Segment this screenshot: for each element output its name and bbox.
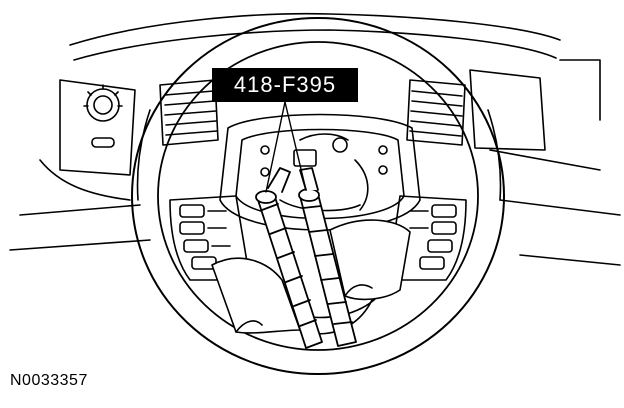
callout-leader-lines <box>265 101 307 193</box>
headlamp-switch-icon <box>83 84 123 148</box>
shop-rag <box>211 219 411 334</box>
right-spoke-switches <box>387 195 467 281</box>
tool-callout-label: 418-F395 <box>212 68 358 102</box>
special-tool-418-f395 <box>255 167 357 349</box>
right-air-vent <box>406 79 466 146</box>
dashboard-outline <box>9 12 621 266</box>
figure-id: N0033357 <box>10 372 88 389</box>
steering-wheel-rim <box>131 17 505 375</box>
